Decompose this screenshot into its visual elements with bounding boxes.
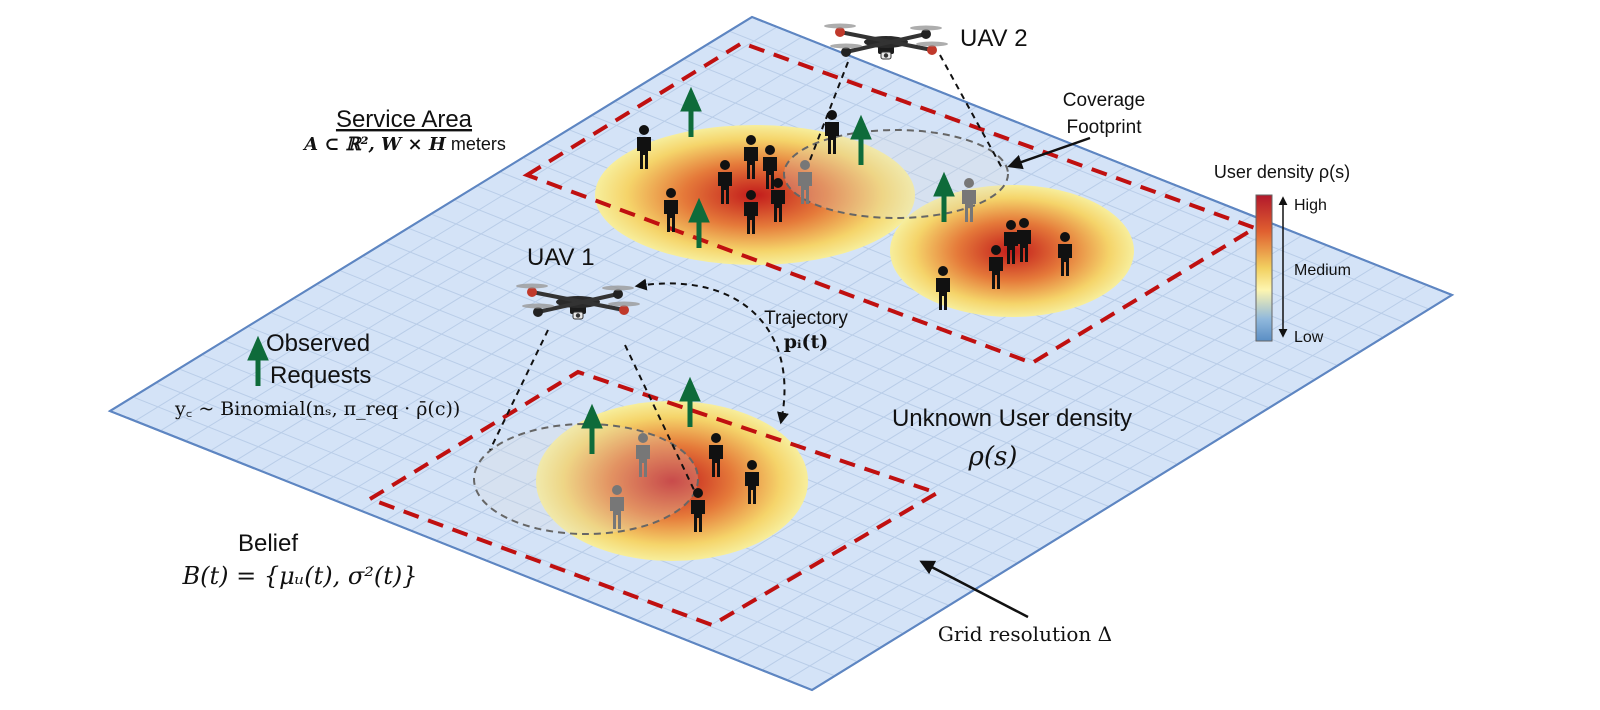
trajectory-math: pᵢ(t) (784, 331, 829, 353)
grid-line (636, 225, 1278, 621)
grid-line (761, 274, 1403, 671)
service-area-title: Service Area (336, 106, 473, 133)
legend-colorbar (1255, 194, 1273, 342)
grid-line (786, 284, 1428, 681)
trajectory-arrow (634, 278, 789, 425)
grid-line (661, 235, 1303, 631)
uav2-label: UAV 2 (960, 25, 1028, 52)
service-area-subtitle: A ⊂ ℝ², W × H meters (302, 134, 506, 155)
footprint-uav2 (783, 129, 1009, 219)
belief-label: Belief (238, 530, 298, 557)
unknown-density-label: Unknown User density (892, 405, 1132, 432)
density-legend: User density ρ(s) High Medium Low (1214, 162, 1351, 346)
unknown-density-math: ρ(s) (968, 442, 1018, 472)
legend-high: High (1294, 197, 1327, 214)
legend-medium: Medium (1294, 262, 1351, 279)
grid-line (705, 44, 1407, 324)
grid-line (476, 185, 1178, 465)
footprint-uav1 (473, 423, 699, 535)
grid-line (686, 244, 1328, 641)
belief-formula: B(t) = {μᵤ(t), σ²(t)} (181, 562, 417, 590)
uav1-label: UAV 1 (527, 244, 595, 271)
grid-line (728, 30, 1430, 310)
grid-line (453, 199, 1156, 479)
legend-title: User density ρ(s) (1214, 162, 1350, 182)
observed-formula: y꜀ ~ Binomial(nₛ, π_req · ρ̄(c)) (174, 398, 460, 420)
coverage-label-line2: Footprint (1067, 117, 1143, 138)
legend-low: Low (1294, 329, 1324, 346)
grid-line (711, 254, 1353, 651)
coverage-label-line1: Coverage (1063, 90, 1145, 111)
observed-label-line1: Observed (266, 330, 370, 357)
coverage-region-upper (522, 40, 1260, 366)
coverage-region-lower (365, 369, 942, 628)
grid-pointer-arrow (919, 560, 1029, 619)
observed-label-line2: Requests (270, 362, 371, 389)
density-blob-3 (536, 401, 808, 561)
grid-resolution-label: Grid resolution Δ (938, 622, 1112, 646)
uav2-icon (822, 21, 950, 61)
trajectory-label: Trajectory (764, 308, 848, 329)
coverage-pointer-arrow (1007, 136, 1091, 170)
